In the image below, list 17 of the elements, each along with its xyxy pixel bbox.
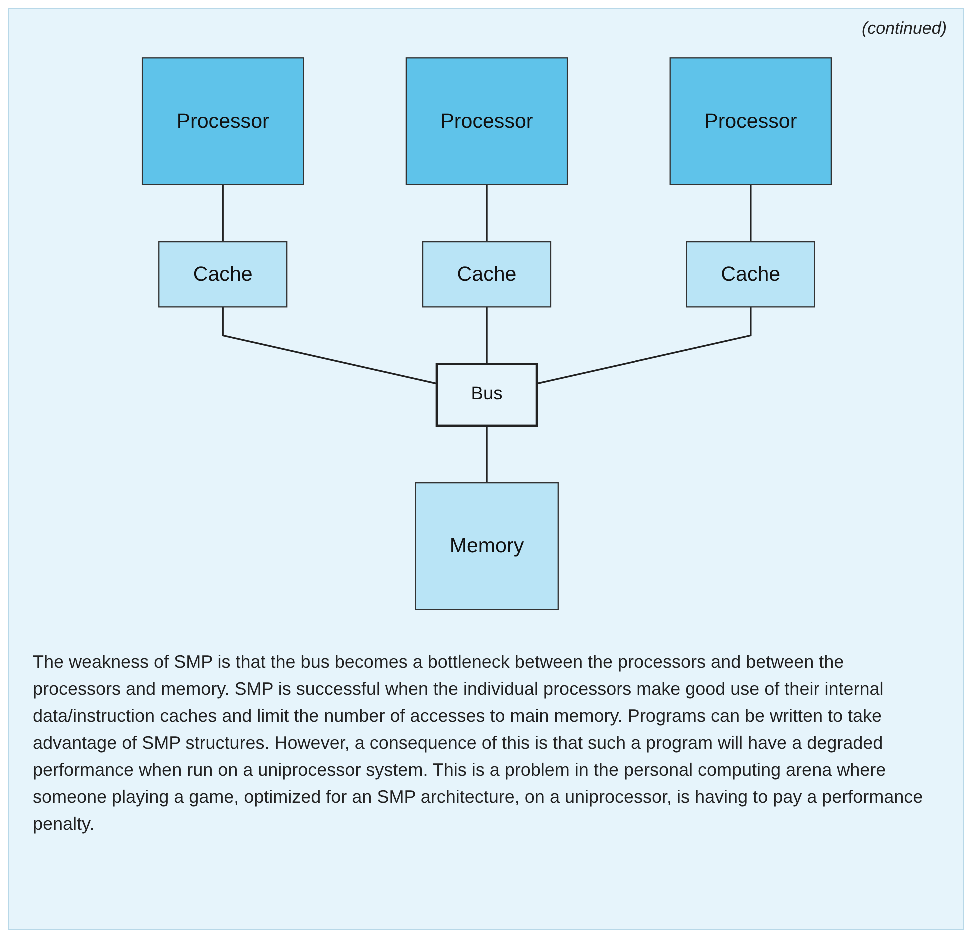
connector-line — [536, 307, 752, 385]
connector-line — [486, 184, 488, 242]
connector-line — [222, 184, 224, 242]
processor-box: Processor — [670, 58, 832, 186]
processor-box: Processor — [406, 58, 568, 186]
connector-line — [750, 184, 752, 242]
processor-box: Processor — [142, 58, 304, 186]
connector-line — [486, 307, 488, 364]
connector-line — [486, 426, 488, 484]
cache-box: Cache — [422, 241, 552, 308]
bus-bar: Bus — [436, 363, 538, 428]
connector-line — [222, 307, 438, 385]
cache-box: Cache — [686, 241, 816, 308]
caption: The weakness of SMP is that the bus becomes a bottleneck between the processors and between the processors and memory. SMP is successful when the individual processors make good use of their internal data/instruction caches and limit the number of accesses to main memory. Programs can be written to take advantage of SMP structures. However, a consequence of this is that such a program will have a degraded performance when run on a uniprocessor system. This is a problem in the personal computing arena where someone playing a game, optimized for an SMP architecture, on a uniprocessor, is having to pay a performance penalty. — [33, 651, 924, 836]
cache-box: Cache — [158, 241, 288, 308]
note-text: (continued) — [862, 19, 947, 39]
memory-box: Memory — [415, 482, 559, 610]
